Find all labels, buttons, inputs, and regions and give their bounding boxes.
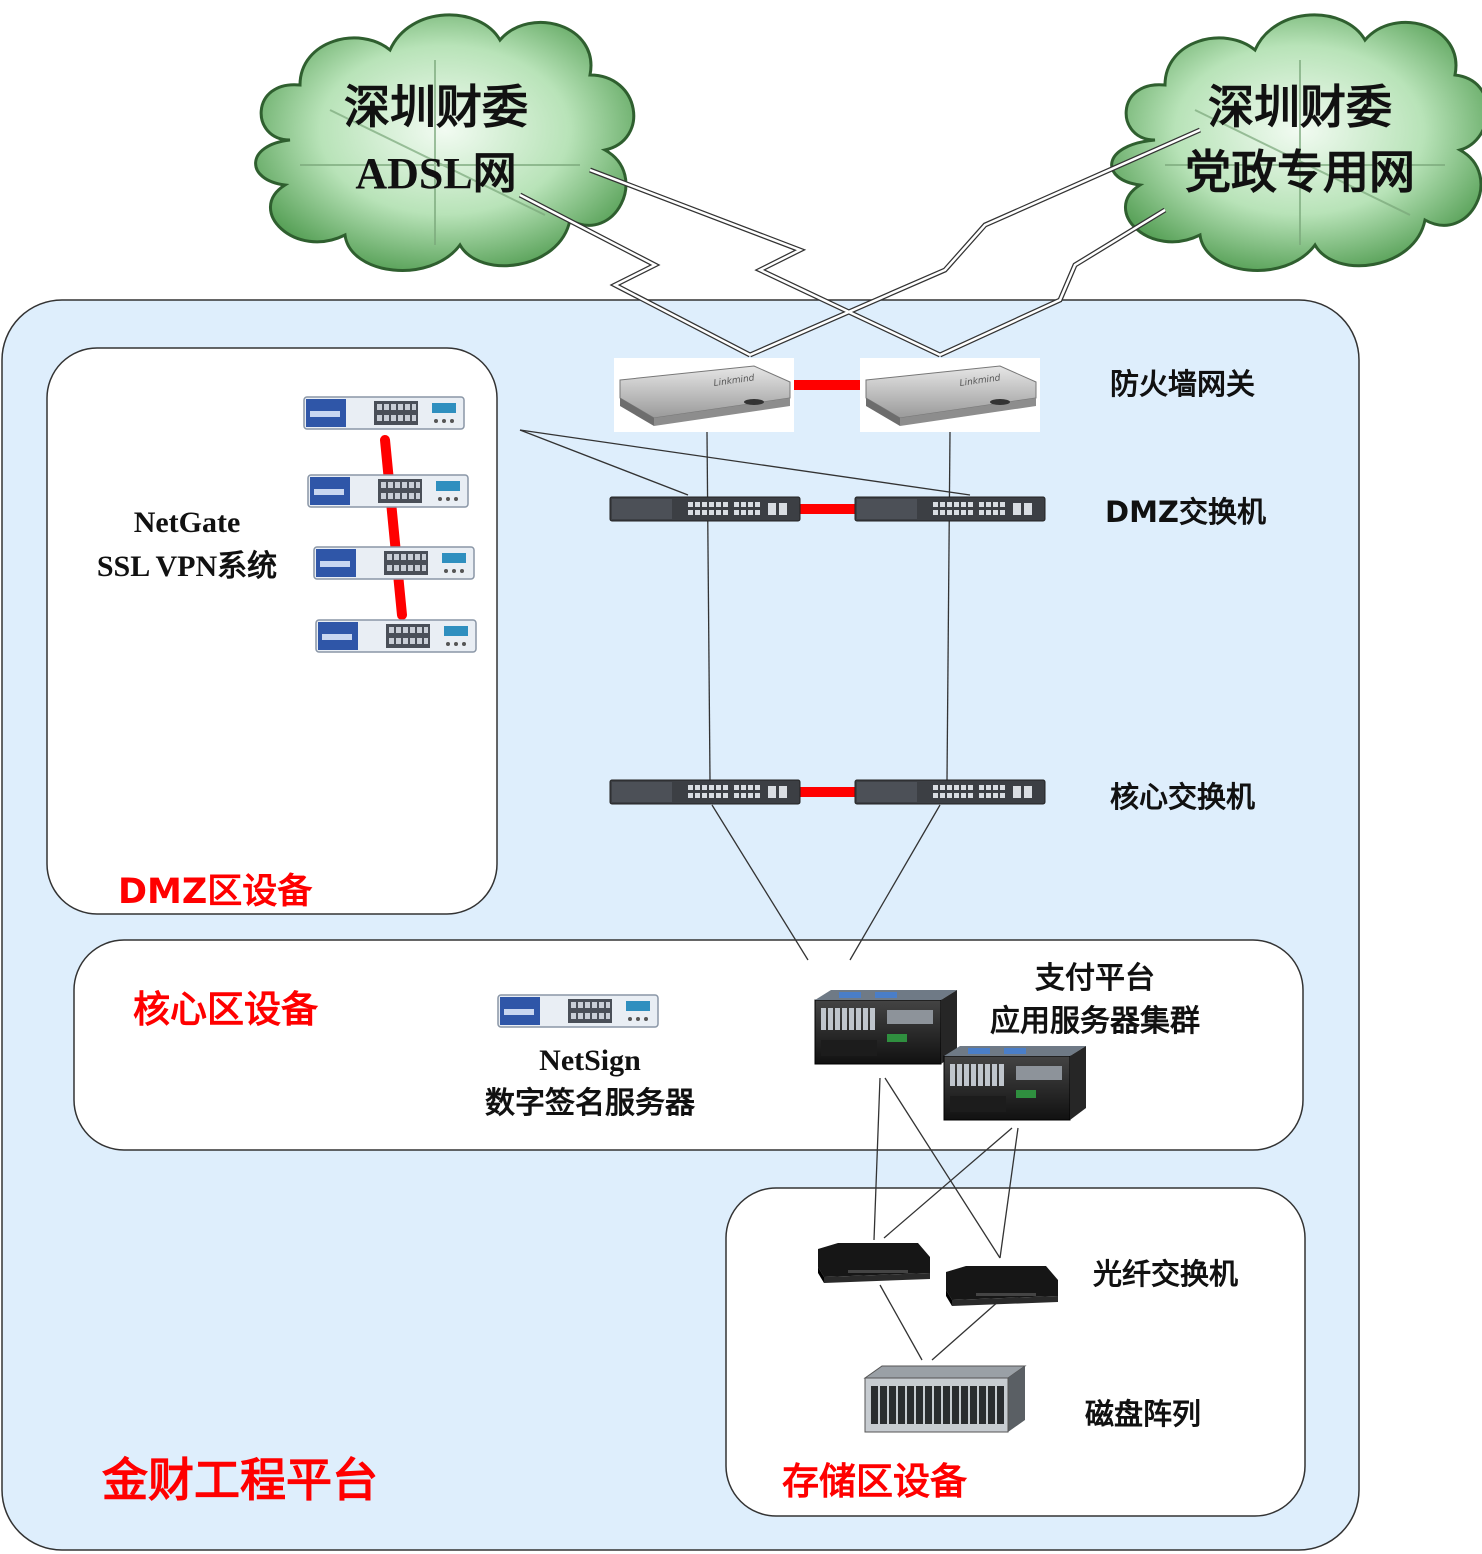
cloud-adsl-line2: ADSL网 (355, 149, 516, 198)
fiber-switch-1 (818, 1243, 930, 1283)
disk-array-label: 磁盘阵列 (1085, 1397, 1201, 1431)
netsign-label-line1: NetSign (539, 1044, 641, 1077)
netgate-appliance-3 (313, 546, 475, 580)
dmz-switch-1 (609, 496, 801, 522)
dmz-zone-title: DMZ区设备 (118, 872, 313, 912)
dmz-switch-2 (854, 496, 1046, 522)
dmz-switch-label: DMZ交换机 (1105, 495, 1266, 529)
netsign-label-line2: 数字签名服务器 (485, 1086, 696, 1121)
core-switch-1 (609, 779, 801, 805)
core-switch-2 (854, 779, 1046, 805)
core-switch-label: 核心交换机 (1110, 780, 1255, 814)
netsign-server (497, 994, 659, 1028)
fiber-switch-2 (946, 1266, 1058, 1306)
disk-array (863, 1365, 1027, 1433)
platform-title: 金财工程平台 (101, 1453, 378, 1507)
app-server-2 (943, 1045, 1087, 1121)
netgate-appliance-1 (303, 396, 465, 430)
firewall-label: 防火墙网关 (1110, 367, 1255, 401)
cloud-party-line2: 党政专用网 (1185, 145, 1415, 199)
cloud-party-line1: 深圳财委 (1208, 80, 1392, 134)
lan-links (519, 429, 1019, 1361)
pay-platform-label-line1: 支付平台 (1035, 961, 1155, 996)
firewall-1 (613, 357, 795, 433)
storage-zone-title: 存储区设备 (782, 1460, 968, 1503)
core-zone-title: 核心区设备 (133, 988, 319, 1031)
pay-platform-label-line2: 应用服务器集群 (990, 1004, 1200, 1039)
fiber-switch-label: 光纤交换机 (1093, 1257, 1238, 1291)
app-server-1 (814, 989, 958, 1065)
netgate-appliance-4 (315, 619, 477, 653)
netgate-label-line2: SSL VPN系统 (97, 549, 277, 583)
wan-links (518, 127, 1202, 358)
ha-links (380, 380, 867, 797)
cloud-party (1110, 13, 1482, 272)
cloud-adsl-line1: 深圳财委 (344, 80, 528, 134)
cloud-adsl (254, 13, 636, 272)
netgate-appliance-2 (307, 474, 469, 508)
firewall-2 (859, 357, 1041, 433)
netgate-label-line1: NetGate (134, 506, 241, 539)
